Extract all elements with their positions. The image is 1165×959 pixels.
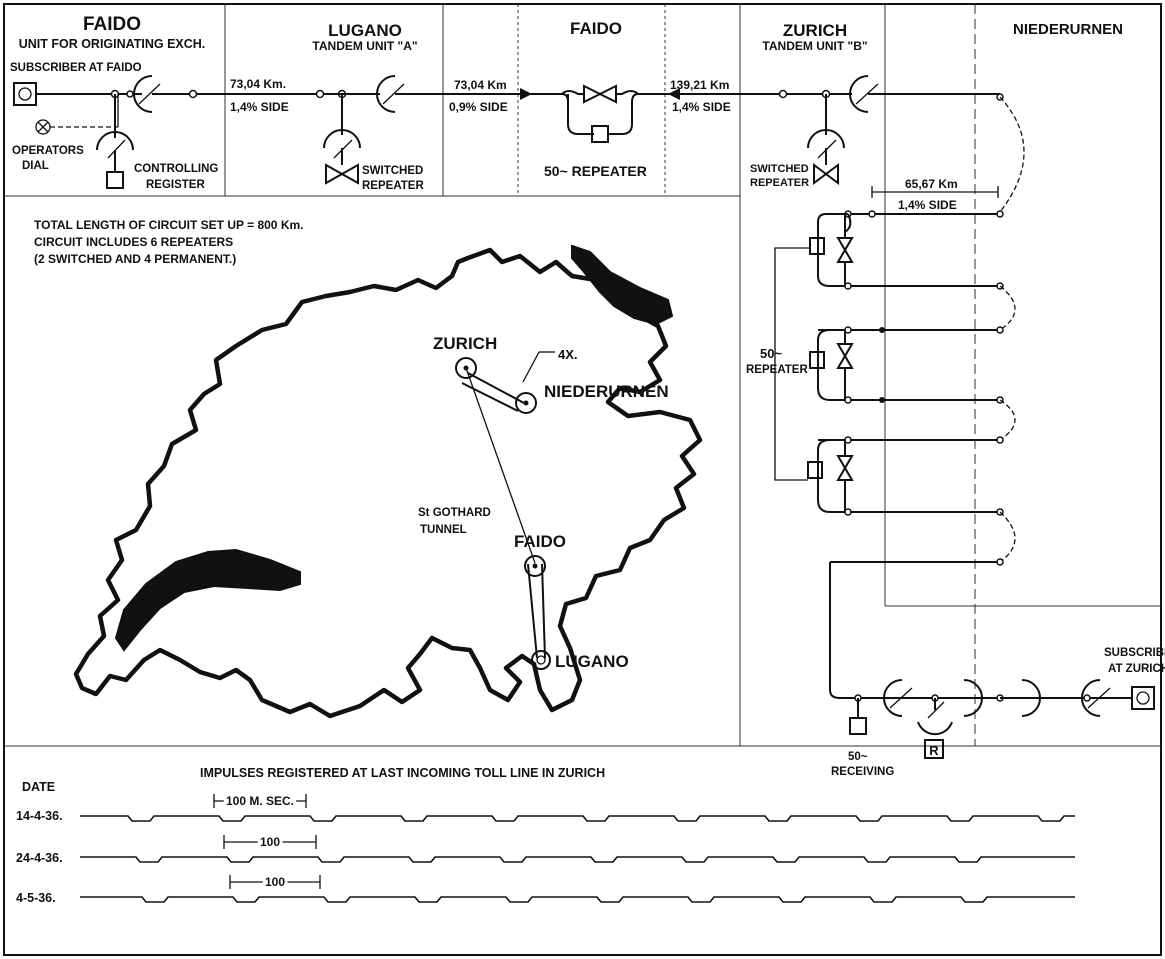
impulse-interval-row-3: 100	[265, 875, 285, 889]
faido-marker	[524, 555, 546, 577]
impulse-trace-row-1	[80, 815, 1075, 822]
header-faido2-title: FAIDO	[570, 19, 622, 38]
map-label-faido: FAIDO	[514, 532, 566, 551]
zurich-marker	[455, 357, 477, 379]
line2-side: 0,9% SIDE	[449, 100, 508, 114]
niederurnen-marker	[515, 392, 537, 414]
switched-repeater-b-label-1: SWITCHED	[750, 163, 809, 175]
repeater-50-label: 50~ REPEATER	[544, 163, 647, 179]
switzerland-outline	[73, 247, 703, 719]
header-lugano-subtitle: TANDEM UNIT "A"	[312, 39, 417, 53]
notes: TOTAL LENGTH OF CIRCUIT SET UP = 800 Km.…	[34, 218, 303, 266]
impulses-section: IMPULSES REGISTERED AT LAST INCOMING TOL…	[16, 766, 1075, 905]
switched-repeater-a-icon	[325, 163, 359, 185]
repeater-50-icon	[583, 84, 617, 104]
controlling-register-label-2: REGISTER	[146, 179, 205, 191]
operators-dial-icon	[35, 119, 51, 135]
subscriber-zurich-label-2: AT ZURICH	[1108, 663, 1165, 675]
lake-geneva	[114, 548, 301, 652]
repeater-50-right-label-2: REPEATER	[746, 364, 808, 376]
map-label-lugano: LUGANO	[555, 652, 629, 671]
header-zurich-title: ZURICH	[783, 21, 847, 40]
bottom-right-circuit: 50~ RECEIVING R SUBSCRIBER AT ZURICH	[831, 647, 1165, 778]
receiving-box	[849, 717, 867, 735]
impulses-date-header: DATE	[22, 780, 55, 794]
register-r-label: R	[929, 743, 939, 758]
line4-side: 1,4% SIDE	[898, 198, 957, 212]
map-label-tunnel-1: St GOTHARD	[418, 507, 491, 519]
lake-constance	[571, 244, 674, 326]
switched-repeater-b-icon	[813, 163, 839, 185]
switched-repeater-b-label-2: REPEATER	[750, 177, 809, 189]
line3-side: 1,4% SIDE	[672, 100, 731, 114]
selector-arc-icon	[133, 75, 153, 113]
impulse-date-row-3: 4-5-36.	[16, 891, 56, 905]
subscriber-faido-box	[13, 82, 37, 106]
line4-length: 65,67 Km	[905, 177, 958, 191]
receiving-label-2: RECEIVING	[831, 766, 894, 778]
note-line-3: (2 SWITCHED AND 4 PERMANENT.)	[34, 252, 236, 266]
map-label-zurich: ZURICH	[433, 334, 497, 353]
operators-label-1: OPERATORS	[12, 145, 84, 157]
subscriber-zurich-label-1: SUBSCRIBER	[1104, 647, 1165, 659]
repeater-50-right-label-1: 50~	[760, 346, 782, 361]
map-label-niederurnen: NIEDERURNEN	[544, 382, 669, 401]
subscriber-zurich-box	[1131, 686, 1155, 710]
note-line-2: CIRCUIT INCLUDES 6 REPEATERS	[34, 235, 233, 249]
impulse-date-row-2: 24-4-36.	[16, 851, 63, 865]
switzerland-map: ZURICH NIEDERURNEN 4X. St GOTHARD TUNNEL…	[73, 244, 703, 719]
impulse-trace-row-3	[80, 896, 1075, 903]
note-line-1: TOTAL LENGTH OF CIRCUIT SET UP = 800 Km.	[34, 218, 303, 232]
impulse-date-row-1: 14-4-36.	[16, 809, 63, 823]
impulse-trace-row-2	[80, 856, 1075, 863]
impulse-traces	[80, 815, 1075, 903]
line2-length: 73,04 Km	[454, 78, 507, 92]
switched-repeater-a-label-2: REPEATER	[362, 180, 424, 192]
operators-label-2: DIAL	[22, 160, 49, 172]
header-titles: FAIDO UNIT FOR ORIGINATING EXCH. LUGANO …	[19, 14, 1123, 53]
register-r-box	[924, 739, 944, 759]
header-zurich-subtitle: TANDEM UNIT "B"	[762, 39, 867, 53]
header-faido-title: FAIDO	[83, 14, 141, 35]
impulse-interval-row-2: 100	[260, 835, 280, 849]
top-circuit: SUBSCRIBER AT FAIDO OPERATORS DIAL CONTR…	[10, 62, 1025, 213]
controlling-register-label-1: CONTROLLING	[134, 163, 218, 175]
subscriber-faido-label: SUBSCRIBER AT FAIDO	[10, 62, 142, 74]
lugano-marker	[531, 650, 551, 670]
frame	[3, 3, 1162, 956]
impulses-title: IMPULSES REGISTERED AT LAST INCOMING TOL…	[200, 766, 605, 780]
switched-repeater-a-label-1: SWITCHED	[362, 165, 423, 177]
map-label-tunnel-2: TUNNEL	[420, 524, 467, 536]
header-lugano-title: LUGANO	[328, 21, 402, 40]
impulse-interval-row-1: 100 M. SEC.	[226, 794, 294, 808]
map-label-multiplier: 4X.	[558, 347, 578, 362]
line3-length: 139,21 Km	[670, 78, 729, 92]
header-faido-subtitle: UNIT FOR ORIGINATING EXCH.	[19, 37, 206, 51]
controlling-register-box	[106, 171, 124, 189]
header-niederurnen-title: NIEDERURNEN	[1013, 21, 1123, 38]
line1-length: 73,04 Km.	[230, 77, 286, 91]
receiving-label-1: 50~	[848, 751, 868, 763]
right-repeater-chain: 65,67 Km 1,4% SIDE 50~ REPEATER	[746, 177, 1040, 699]
line1-side: 1,4% SIDE	[230, 100, 289, 114]
